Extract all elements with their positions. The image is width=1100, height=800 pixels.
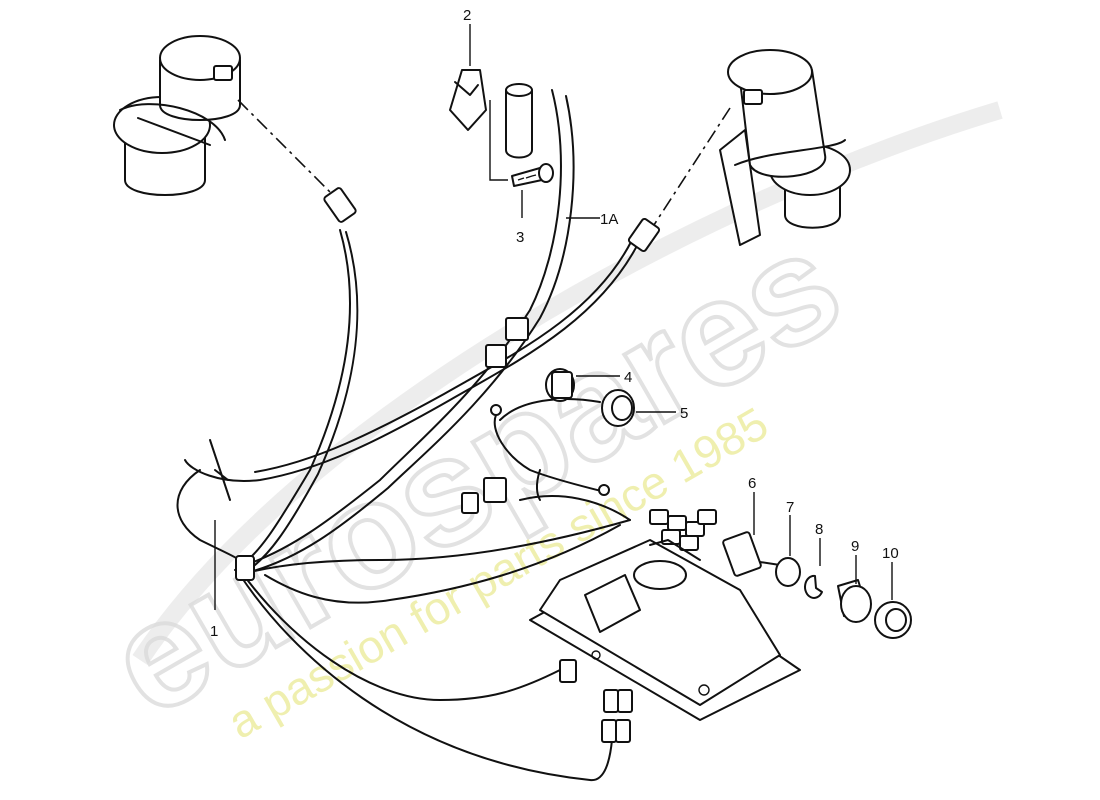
part-3-screw [511, 163, 554, 187]
callout-1: 1 [210, 623, 218, 640]
main-harness [176, 89, 641, 782]
part-2-bracket [449, 69, 487, 131]
harness-tie-band [235, 555, 255, 581]
part-1a-relay [489, 83, 533, 181]
callout-7: 7 [786, 499, 794, 516]
part-9-knob [837, 579, 872, 623]
left-lamp-leader [237, 99, 339, 201]
part-10-ring [874, 601, 912, 639]
part-7-nut [775, 557, 801, 587]
connectors [323, 187, 717, 743]
callout-9: 9 [851, 538, 859, 555]
watermark: eurospares a passion for parts since 198… [80, 101, 1003, 750]
right-lamp-leader [651, 107, 731, 229]
callout-2: 2 [463, 7, 471, 24]
callout-leaders [214, 24, 893, 610]
part-4-plug [545, 368, 575, 402]
callout-4: 4 [624, 369, 632, 386]
callout-3: 3 [516, 229, 524, 246]
right-lamp-housing [719, 49, 851, 246]
callout-5: 5 [680, 405, 688, 422]
switch-housing [529, 539, 801, 721]
part-6-switch [722, 531, 781, 577]
part-8-washer [804, 574, 823, 599]
callout-1a: 1A [600, 211, 618, 228]
callout-6: 6 [748, 475, 756, 492]
callout-8: 8 [815, 521, 823, 538]
callout-10: 10 [882, 545, 899, 562]
left-lamp-housing [113, 35, 241, 196]
part-5-socket [601, 389, 635, 427]
